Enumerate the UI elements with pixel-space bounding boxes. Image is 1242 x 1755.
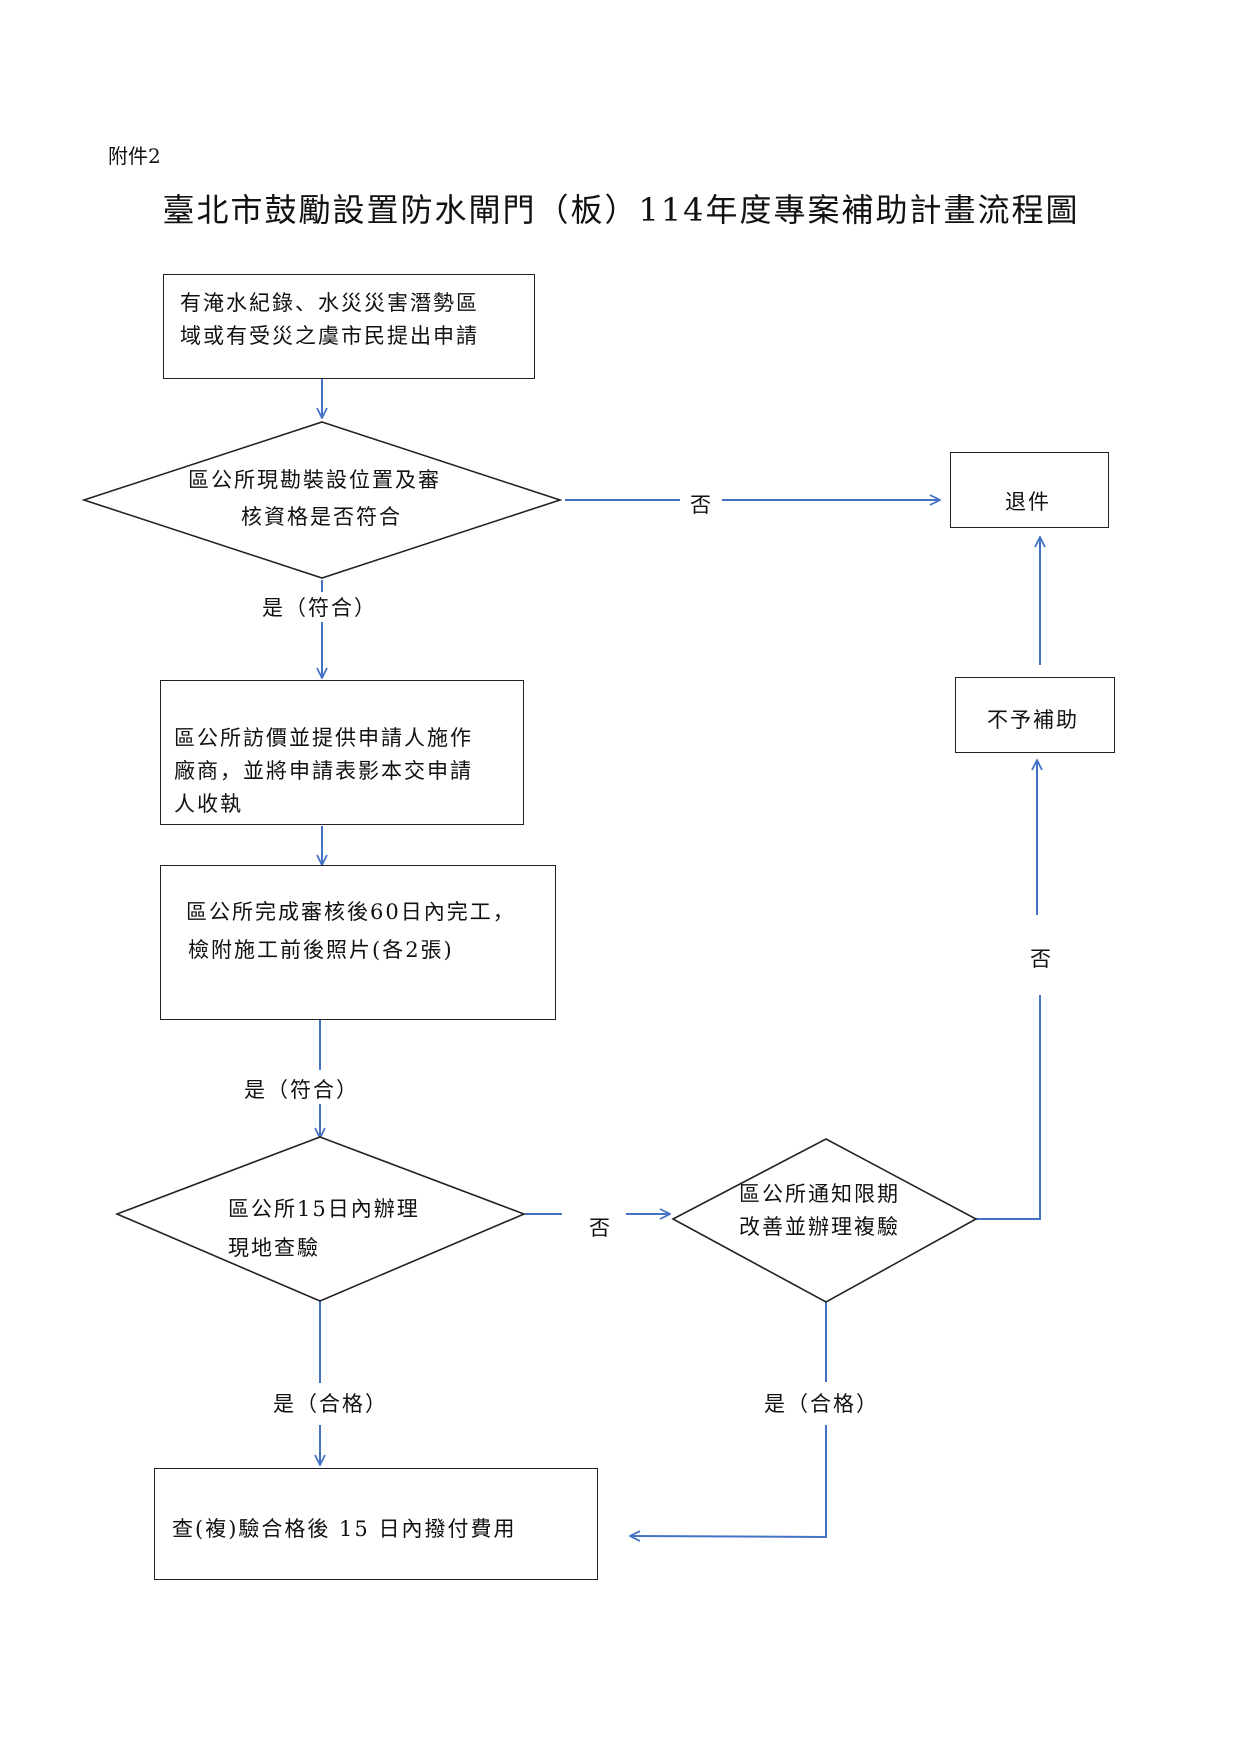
edge-label-inspect-yes: 是（合格） <box>273 1392 388 1416</box>
node-apply-line2: 域或有受災之虞市民提出申請 <box>180 324 479 348</box>
node-no-subsidy-text: 不予補助 <box>987 708 1079 732</box>
node-payment-text: 查(複)驗合格後 15 日內撥付費用 <box>172 1517 517 1541</box>
node-visit-box <box>160 680 524 825</box>
node-reject-text: 退件 <box>1005 490 1051 514</box>
node-notify-line1: 區公所通知限期 <box>739 1182 900 1206</box>
edge-label-review-yes: 是（符合） <box>262 596 377 620</box>
arrow-notify-yes-b <box>630 1425 827 1537</box>
node-no-subsidy-box <box>955 677 1115 753</box>
node-apply-box <box>163 274 535 379</box>
node-notify-line2: 改善並辦理複驗 <box>739 1215 900 1239</box>
decision-inspect-diamond <box>114 1136 527 1302</box>
node-complete-line2: 檢附施工前後照片(各2張) <box>188 938 454 962</box>
node-inspect-line2: 現地查驗 <box>228 1236 320 1260</box>
edge-label-notify-no: 否 <box>1030 947 1053 971</box>
node-review-line2: 核資格是否符合 <box>241 505 402 529</box>
node-apply-line1: 有淹水紀錄、水災災害潛勢區 <box>180 291 479 315</box>
node-visit-line2: 廠商，並將申請表影本交申請 <box>174 759 473 783</box>
node-review-line1: 區公所現勘裝設位置及審 <box>188 468 441 492</box>
edge-label-notify-yes: 是（合格） <box>764 1392 879 1416</box>
edge-label-complete-yes: 是（符合） <box>244 1078 359 1102</box>
page-title: 臺北市鼓勵設置防水閘門（板）114年度專案補助計畫流程圖 <box>162 191 1080 229</box>
node-payment-box <box>154 1468 598 1580</box>
node-visit-line1: 區公所訪價並提供申請人施作 <box>174 726 473 750</box>
attachment-label: 附件2 <box>108 144 161 168</box>
edge-label-inspect-no: 否 <box>589 1216 612 1240</box>
arrow-notify-no-a <box>976 995 1041 1220</box>
node-reject-box <box>950 452 1109 528</box>
decision-review-diamond <box>81 421 563 579</box>
node-visit-line3: 人收執 <box>174 792 243 816</box>
node-complete-box <box>160 865 556 1020</box>
decision-notify-diamond <box>671 1138 978 1303</box>
node-complete-line1: 區公所完成審核後60日內完工， <box>186 900 516 924</box>
edge-label-review-no: 否 <box>690 493 713 517</box>
node-inspect-line1: 區公所15日內辦理 <box>228 1197 420 1221</box>
